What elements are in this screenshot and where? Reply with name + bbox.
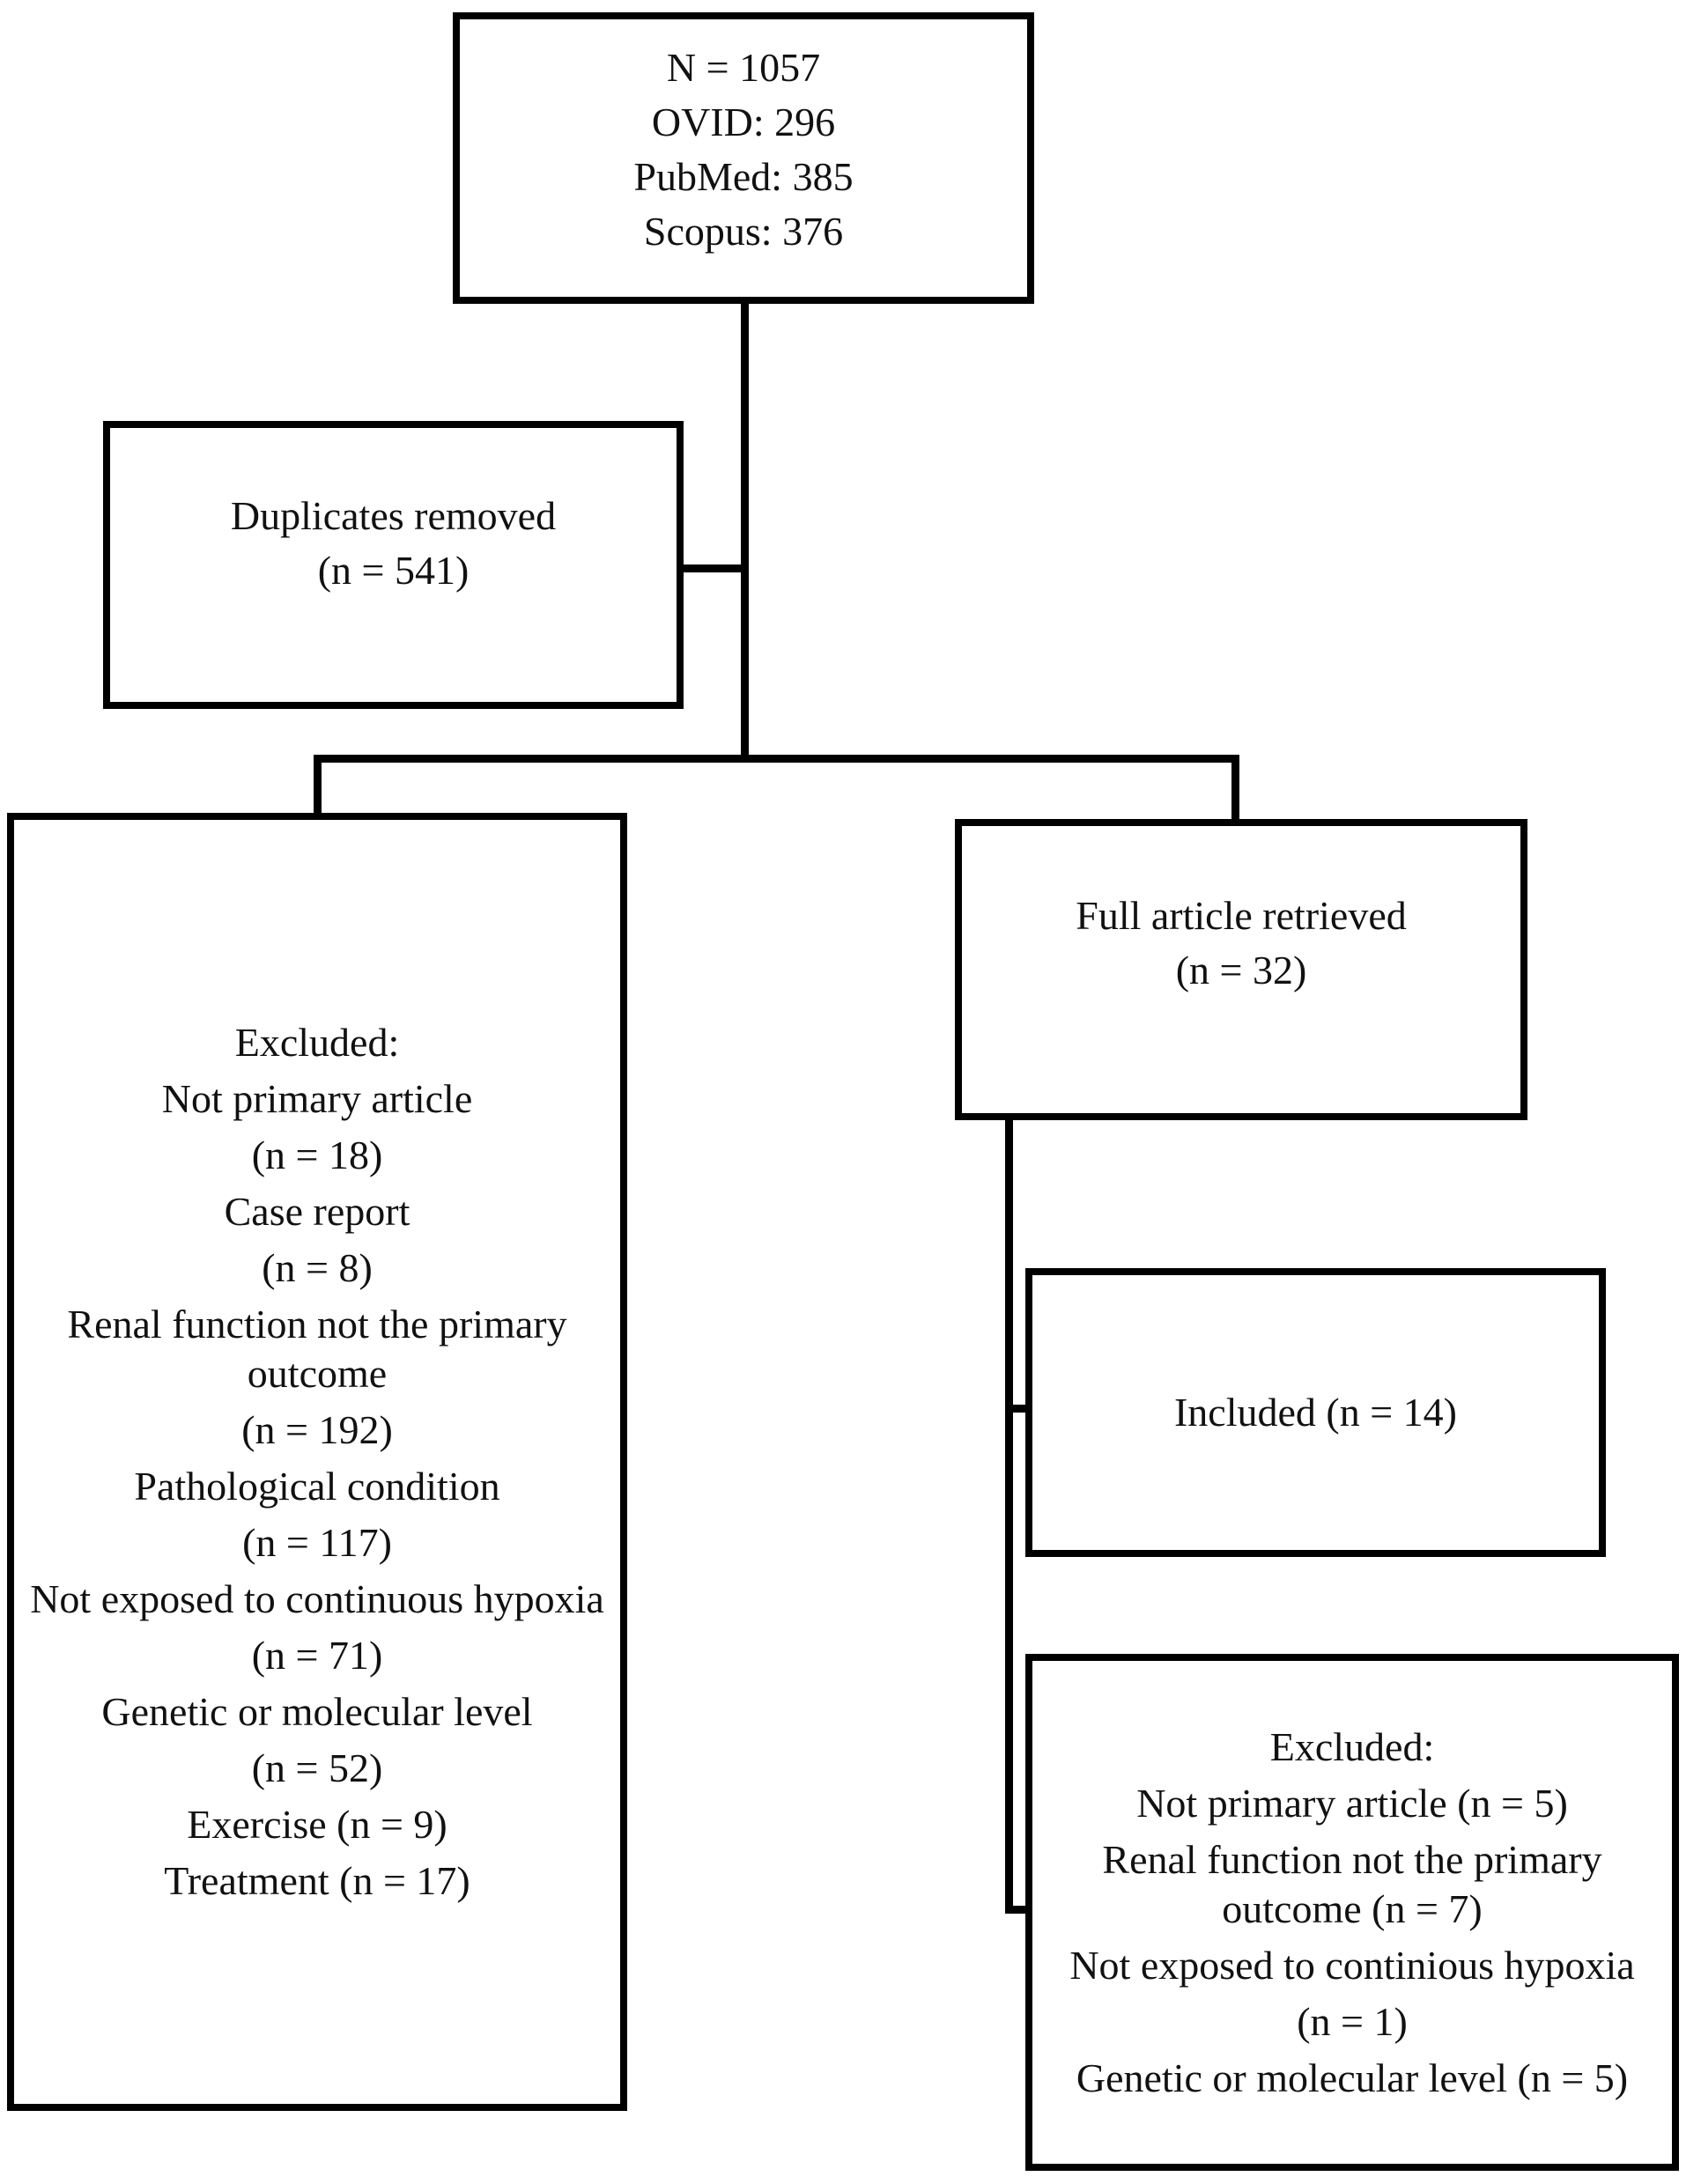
excluded-item: Not exposed to continious hypoxia: [1069, 1942, 1635, 1988]
records-identified-box: N = 1057 OVID: 296 PubMed: 385 Scopus: 3…: [453, 12, 1034, 304]
connector-to-included: [1005, 1405, 1033, 1413]
duplicates-removed-box: Duplicates removed (n = 541): [103, 421, 684, 709]
included-label: Included (n = 14): [1173, 1390, 1457, 1435]
excluded-item: Exercise (n = 9): [187, 1802, 447, 1847]
excluded-item: Genetic or molecular level: [101, 1689, 533, 1734]
excluded-header: Excluded:: [234, 1020, 400, 1065]
connector-to-fulltext-excluded: [1005, 1906, 1033, 1914]
fulltext-excluded-box: Excluded: Not primary article (n = 5) Re…: [1025, 1654, 1679, 2171]
included-box: Included (n = 14): [1025, 1268, 1606, 1557]
records-pubmed: PubMed: 385: [633, 153, 854, 199]
screening-excluded-box: Excluded: Not primary article (n = 18) C…: [7, 813, 627, 2111]
excluded-item-count: (n = 52): [251, 1745, 383, 1790]
excluded-item: Treatment (n = 17): [164, 1858, 470, 1903]
excluded-item: Not exposed to continuous hypoxia: [30, 1576, 604, 1621]
records-scopus: Scopus: 376: [643, 208, 844, 254]
records-total: N = 1057: [666, 44, 821, 90]
excluded-item: Genetic or molecular level (n = 5): [1076, 2055, 1629, 2100]
full-article-retrieved-box: Full article retrieved (n = 32): [955, 819, 1527, 1120]
excluded-header: Excluded:: [1269, 1723, 1435, 1769]
excluded-item: Pathological condition: [134, 1464, 500, 1509]
connector-branch-to-full-article: [1231, 755, 1239, 823]
full-article-label: Full article retrieved: [1076, 893, 1407, 938]
excluded-item-count: (n = 18): [251, 1133, 383, 1177]
excluded-item-count: (n = 8): [262, 1245, 373, 1290]
excluded-item-count: (n = 1): [1297, 1998, 1408, 2044]
connector-branch-to-screening-excluded: [314, 755, 322, 816]
excluded-item: Case report: [224, 1189, 410, 1234]
connector-duplicates-link: [680, 564, 744, 572]
excluded-item-count: (n = 192): [241, 1407, 393, 1452]
excluded-item: Not primary article: [161, 1076, 473, 1121]
connector-records-to-branch: [741, 304, 749, 759]
connector-branch-horizontal: [314, 755, 1239, 763]
duplicates-label: Duplicates removed: [230, 492, 557, 538]
excluded-item: Renal function not the primary outcome (…: [1102, 1836, 1602, 1931]
excluded-item-count: (n = 117): [242, 1520, 392, 1565]
full-article-count: (n = 32): [1175, 948, 1307, 992]
records-ovid: OVID: 296: [651, 99, 836, 144]
excluded-item-count: (n = 71): [251, 1633, 383, 1678]
excluded-item: Not primary article (n = 5): [1136, 1780, 1568, 1826]
excluded-item: Renal function not the primary outcome: [67, 1302, 567, 1396]
duplicates-count: (n = 541): [317, 547, 470, 593]
connector-full-article-down: [1005, 1117, 1013, 1914]
